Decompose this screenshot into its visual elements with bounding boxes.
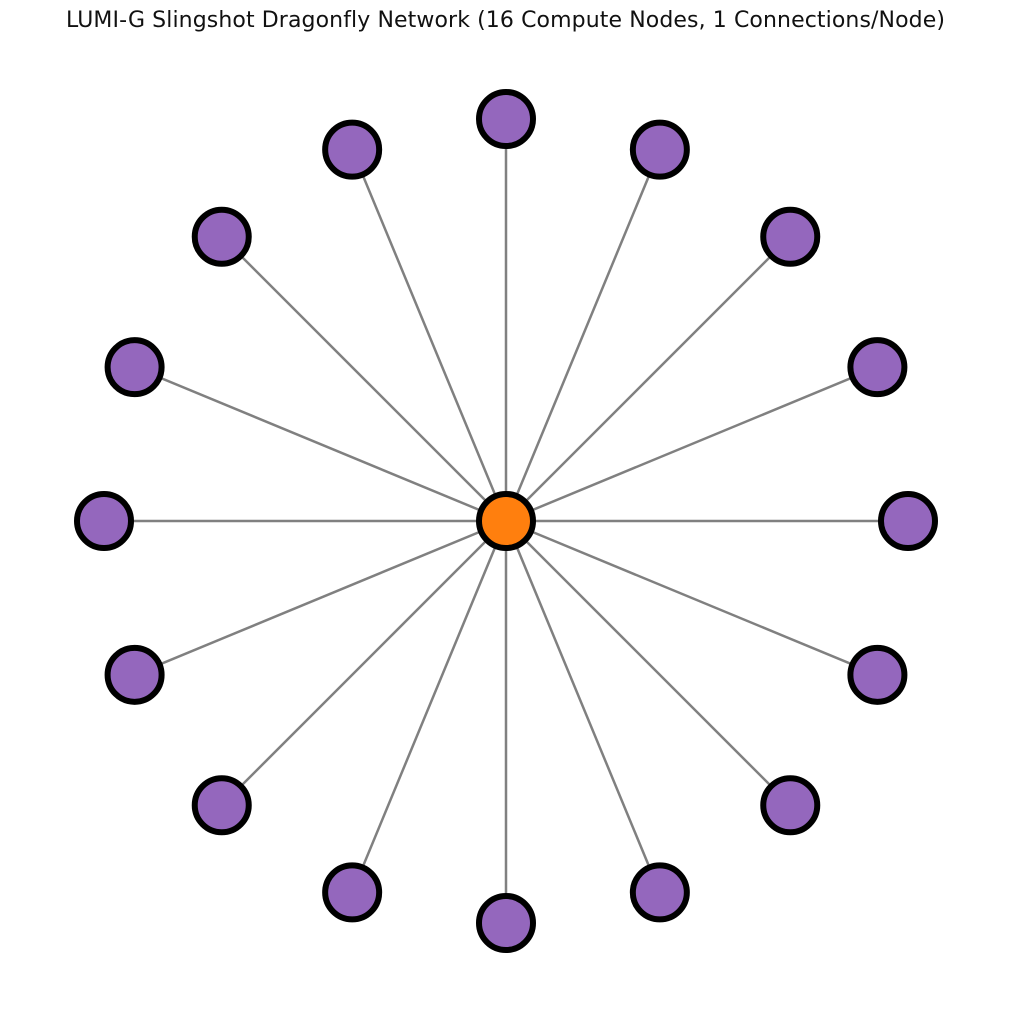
hub-layer [476, 491, 536, 551]
hub-node [476, 491, 536, 551]
edge-5 [505, 519, 878, 676]
diagram-title: LUMI-G Slingshot Dragonfly Network (16 C… [65, 8, 946, 33]
compute-node-10 [191, 775, 252, 836]
edge-7 [504, 520, 661, 893]
edge-1 [504, 149, 661, 522]
edge-9 [351, 520, 508, 893]
compute-nodes-layer [74, 89, 938, 953]
edge-10 [220, 520, 507, 807]
compute-node-6 [760, 775, 821, 836]
edge-11 [134, 519, 507, 676]
compute-node-5 [847, 644, 908, 705]
compute-node-8 [476, 893, 536, 953]
compute-node-12 [74, 491, 134, 551]
compute-node-1 [629, 119, 690, 180]
edges-layer [104, 119, 908, 923]
compute-node-9 [322, 862, 383, 923]
edge-6 [505, 520, 792, 807]
edge-3 [505, 366, 878, 523]
compute-node-13 [104, 337, 165, 398]
compute-node-11 [104, 644, 165, 705]
compute-node-7 [629, 862, 690, 923]
compute-node-14 [191, 206, 252, 267]
edge-13 [134, 366, 507, 523]
compute-node-15 [322, 119, 383, 180]
compute-node-2 [760, 206, 821, 267]
edge-14 [220, 235, 507, 522]
edge-2 [505, 235, 792, 522]
compute-node-3 [847, 337, 908, 398]
edge-15 [351, 149, 508, 522]
compute-node-0 [476, 89, 536, 149]
compute-node-4 [878, 491, 938, 551]
